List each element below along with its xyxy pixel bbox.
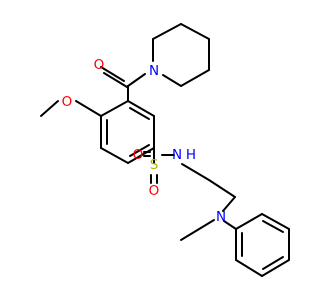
bond-ring-methoxy-o bbox=[75, 100, 102, 117]
bond-ring-a-1 bbox=[100, 100, 129, 117]
bond-pip-2 bbox=[152, 23, 182, 40]
bond-pip-5 bbox=[180, 69, 210, 87]
bonds bbox=[40, 23, 290, 277]
sulfonyl-oxygen-left-label: O bbox=[133, 147, 144, 163]
piperidine-nitrogen-label: N bbox=[149, 63, 159, 79]
sulfonyl-oxygen-bottom-label: O bbox=[149, 183, 160, 199]
bond-n-phenyl bbox=[223, 220, 237, 230]
carbonyl-oxygen-label: O bbox=[94, 57, 105, 73]
sulfonamide-hydrogen-label: H bbox=[186, 147, 196, 163]
bond-nh-ch2 bbox=[181, 163, 210, 181]
bond-methoxy-o-ch3 bbox=[40, 100, 59, 117]
bond-ring-b-4-inner bbox=[262, 256, 284, 270]
bond-ring-b-5 bbox=[235, 259, 263, 277]
bond-ring-b-2 bbox=[261, 213, 290, 230]
bond-carbonyl-c-n bbox=[127, 73, 146, 87]
atom-labels: O O N S O O N H N bbox=[62, 57, 226, 225]
aniline-nitrogen-label: N bbox=[216, 209, 226, 225]
bond-carbonyl-c-o-1 bbox=[103, 72, 128, 88]
bond-ch2-n bbox=[222, 196, 236, 212]
molecule-structure: O O N S O O N H N bbox=[40, 23, 290, 277]
bond-pip-3 bbox=[180, 23, 210, 40]
bond-carbonyl-c-o-2 bbox=[100, 66, 125, 82]
bond-ring-a-4 bbox=[127, 147, 155, 164]
bond-n-methyl bbox=[180, 219, 215, 241]
sulfonamide-nitrogen-label: N bbox=[172, 147, 182, 163]
bond-pip-6 bbox=[162, 74, 182, 87]
bond-ring-a-5 bbox=[100, 147, 129, 164]
bond-ch2-ch2 bbox=[208, 179, 236, 198]
bond-ring-a-2-inner bbox=[129, 107, 150, 120]
bond-ring-a-4-inner bbox=[129, 144, 150, 157]
bond-ring-b-1 bbox=[235, 213, 263, 230]
bond-ring-b-2-inner bbox=[262, 220, 284, 233]
sulfur-label: S bbox=[150, 157, 159, 173]
bond-ring-b-4 bbox=[261, 259, 290, 277]
bond-ring-a-2 bbox=[127, 100, 155, 117]
methoxy-oxygen-label: O bbox=[62, 94, 73, 110]
